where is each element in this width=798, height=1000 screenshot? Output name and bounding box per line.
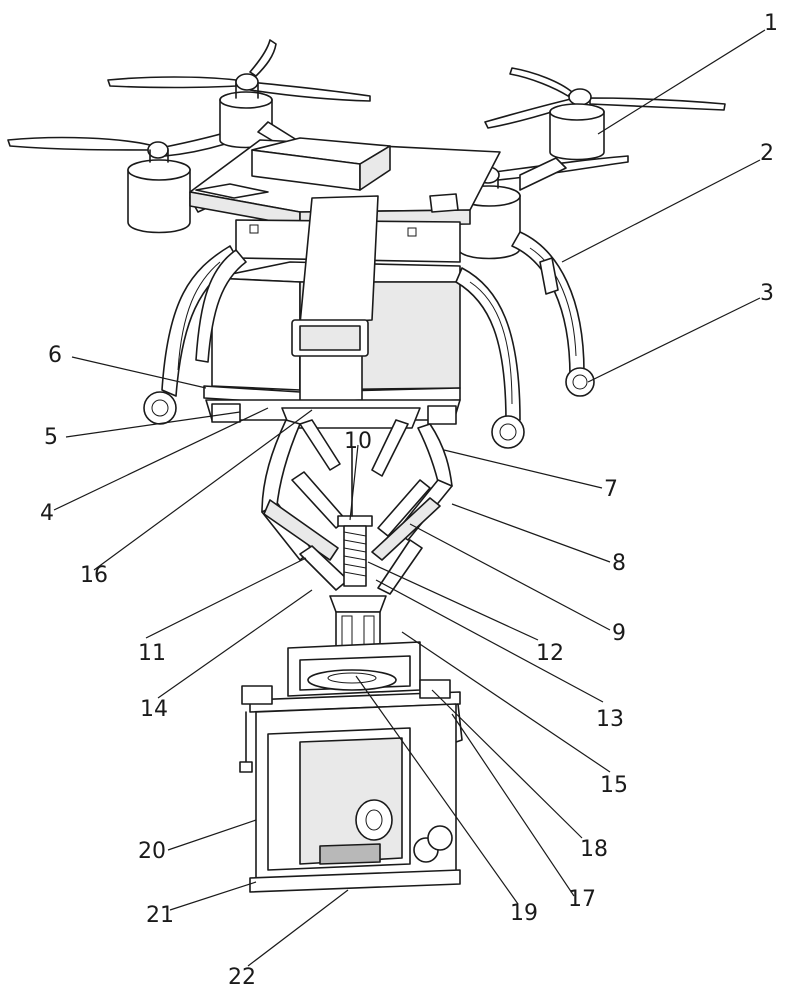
gripper-linkage [261, 419, 453, 653]
label-6: 6 [48, 343, 62, 368]
label-5: 5 [44, 425, 58, 450]
strap [291, 195, 379, 403]
label-12: 12 [536, 641, 564, 666]
label-14: 14 [140, 697, 168, 722]
label-3: 3 [760, 281, 774, 306]
label-4: 4 [40, 501, 54, 526]
label-15: 15 [600, 773, 628, 798]
leader-lines [53, 29, 766, 967]
label-10: 10 [344, 429, 372, 454]
landing-gear [143, 231, 595, 449]
label-21: 21 [146, 903, 174, 928]
label-7: 7 [604, 477, 618, 502]
label-16: 16 [80, 563, 108, 588]
label-19: 19 [510, 901, 538, 926]
label-22: 22 [228, 965, 256, 990]
gripper-mount [205, 399, 461, 429]
label-1: 1 [764, 11, 778, 36]
motors [127, 83, 605, 260]
part-labels: 1 2 3 4 5 6 7 8 9 10 11 12 13 14 15 16 1… [40, 11, 778, 990]
label-18: 18 [580, 837, 608, 862]
container-box [239, 641, 463, 893]
label-8: 8 [612, 551, 626, 576]
frame-body [189, 121, 567, 263]
label-20: 20 [138, 839, 166, 864]
label-13: 13 [596, 707, 624, 732]
label-2: 2 [760, 141, 774, 166]
label-9: 9 [612, 621, 626, 646]
label-11: 11 [138, 641, 166, 666]
label-17: 17 [568, 887, 596, 912]
